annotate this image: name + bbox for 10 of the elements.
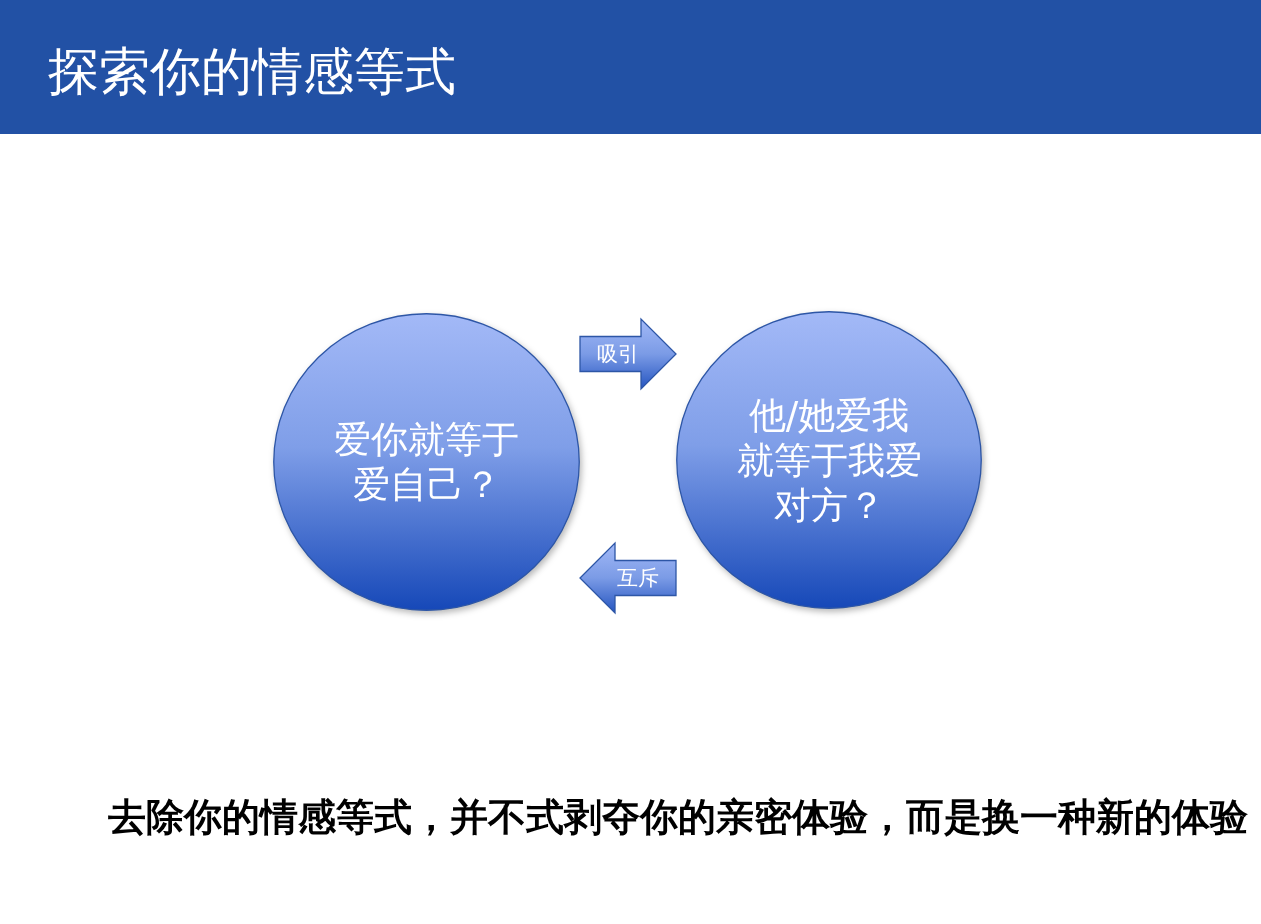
circle-text: 爱你就等于爱自己？ (333, 417, 520, 507)
block-arrow (579, 541, 677, 615)
arrow-label: 吸引 (597, 343, 640, 365)
caption: 去除你的情感等式，并不式剥夺你的亲密体验，而是换一种新的体验 (108, 798, 1248, 836)
title: 探索你的情感等式 (48, 46, 456, 97)
arrow-label: 互斥 (616, 567, 659, 589)
circle (273, 313, 580, 611)
circle-text: 他/她爱我就等于我爱对方？ (735, 392, 923, 528)
circle (676, 311, 982, 609)
block-arrow (579, 317, 677, 391)
